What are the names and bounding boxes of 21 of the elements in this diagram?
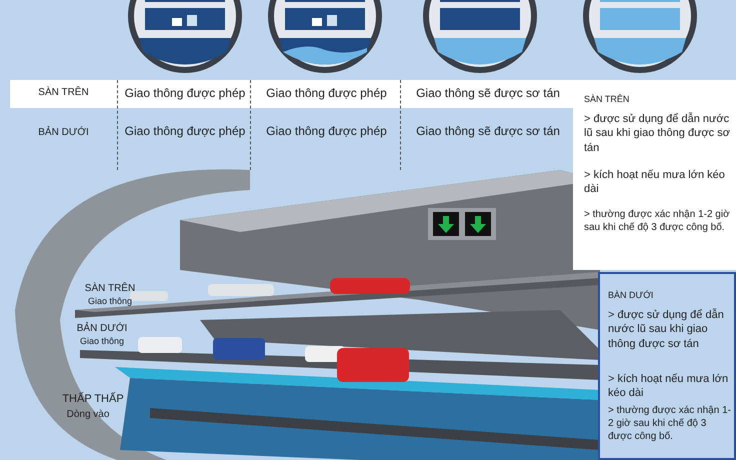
deck-label: Giao thông [86,296,134,308]
note-text: > được sử dụng để dẫn nước lũ sau khi giao thông được sơ tán [584,112,731,155]
panel-heading: BÀN DƯỚI [608,290,654,302]
table-cell-text: Giao thông được phép [265,124,388,140]
row-header: SÀN TRÊN [37,86,90,99]
panel-heading: SÀN TRÊN [584,94,630,106]
table-cell-text: Giao thông sẽ được sơ tán [415,86,561,102]
table-cell-text: Giao thông được phép [124,86,246,102]
deck-label: BẢN DƯỚI [76,322,128,335]
note-text: > kích hoạt nếu mưa lớn kéo dài [584,168,726,197]
table-cell-text: Giao thông được phép [124,124,246,140]
note-text: > thường được xác nhận 1-2 giờ sau khi chế độ 3 được công bố. [608,404,732,443]
row-header: BẢN DƯỚI [37,126,90,139]
deck-label: Dòng vào [66,408,110,421]
note-text: > thường được xác nhận 1-2 giờ sau khi chế độ 3 được công bố. [584,208,731,234]
deck-label: Giao thông [78,336,126,348]
table-cell-text: Giao thông sẽ được sơ tán [415,124,561,140]
table-cell-text: Giao thông được phép [265,86,388,102]
deck-label: SÀN TRÊN [84,282,136,295]
note-text: > được sử dụng để dẫn nước lũ sau khi giao thông được sơ tán [608,308,725,351]
note-text: > kích hoạt nếu mưa lớn kéo dài [608,372,730,401]
